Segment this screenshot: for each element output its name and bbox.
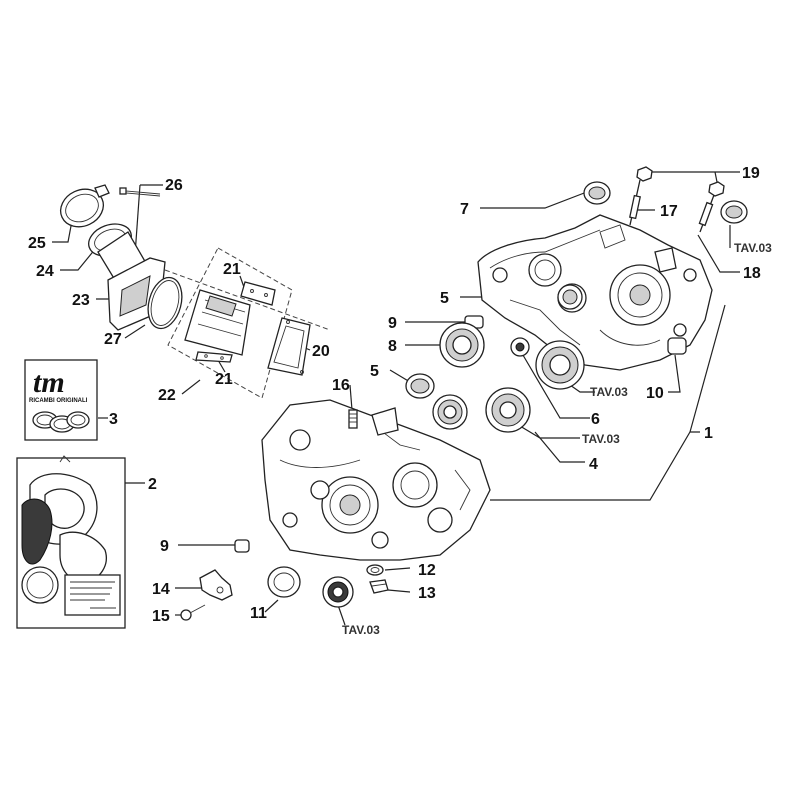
part-18-stud xyxy=(698,194,715,233)
callout-5-lower: 5 xyxy=(370,363,379,380)
part-3-seal-kit: tm RICAMBI ORIGINALI xyxy=(24,359,98,441)
reference-tav-top-right: TAV.03 xyxy=(734,241,772,255)
callout-25: 25 xyxy=(28,235,46,252)
reference-tav-bearing-mid: TAV.03 xyxy=(590,385,628,399)
callout-20: 20 xyxy=(312,343,330,360)
part-9-dowel-lower xyxy=(234,539,250,553)
reference-tav-bottom: TAV.03 xyxy=(342,623,380,637)
part-10-dowel xyxy=(667,337,687,355)
callout-6: 6 xyxy=(591,411,600,428)
part-7-oil-seal xyxy=(583,181,611,205)
callout-2: 2 xyxy=(148,476,157,493)
bearing-bottom xyxy=(322,576,354,608)
part-2-gasket-kit xyxy=(16,455,126,629)
part-5-seal-upper xyxy=(557,284,583,310)
callout-11: 11 xyxy=(250,605,267,622)
callout-9-upper: 9 xyxy=(388,315,397,332)
bearing-left-small xyxy=(432,394,468,430)
callout-7: 7 xyxy=(460,201,469,218)
reference-tav-bearing-6: TAV.03 xyxy=(582,432,620,446)
part-15-bolt xyxy=(180,604,206,621)
callout-18: 18 xyxy=(743,265,761,282)
part-1-crankcase-right-half xyxy=(477,214,713,371)
part-27-o-ring xyxy=(147,276,183,330)
callout-3: 3 xyxy=(109,411,118,428)
callout-13: 13 xyxy=(418,585,436,602)
callout-23: 23 xyxy=(72,292,90,309)
callout-21-upper: 21 xyxy=(223,261,241,278)
callout-12: 12 xyxy=(418,562,436,579)
callout-5-upper: 5 xyxy=(440,290,449,307)
callout-24: 24 xyxy=(36,263,54,280)
part-25-hose-clamp xyxy=(60,184,110,228)
kit-logo: tm xyxy=(33,366,65,399)
callout-17: 17 xyxy=(660,203,678,220)
bearing-top-right xyxy=(720,200,748,224)
part-20-reed-gasket xyxy=(267,317,311,376)
callout-19: 19 xyxy=(742,165,760,182)
part-26-screw xyxy=(119,187,161,197)
callout-15: 15 xyxy=(152,608,170,625)
part-4-bearing xyxy=(485,387,531,433)
part-1-crankcase-left-half xyxy=(261,399,491,561)
part-16-fitting xyxy=(348,409,358,429)
callout-8: 8 xyxy=(388,338,397,355)
bearing-main-right xyxy=(535,340,585,390)
callout-labels: 26 25 24 23 27 22 21 21 20 7 17 19 TAV.0… xyxy=(28,165,772,637)
part-13-fitting xyxy=(369,579,389,594)
callout-22: 22 xyxy=(158,387,176,404)
callout-10: 10 xyxy=(646,385,664,402)
part-12-clip xyxy=(366,564,384,576)
callout-16: 16 xyxy=(332,377,350,394)
callout-26: 26 xyxy=(165,177,183,194)
part-5-seal-lower xyxy=(405,373,435,399)
callout-21-lower: 21 xyxy=(215,371,233,388)
callout-4: 4 xyxy=(589,456,598,473)
part-17-stud xyxy=(629,179,641,226)
callout-27: 27 xyxy=(104,331,122,348)
part-8-bearing xyxy=(439,322,485,368)
part-19-nuts xyxy=(636,166,725,197)
kit-caption: RICAMBI ORIGINALI xyxy=(29,398,88,404)
callout-1: 1 xyxy=(704,425,713,442)
callout-9-lower: 9 xyxy=(160,538,169,555)
part-6-small-seal xyxy=(510,337,530,357)
part-11-oil-seal xyxy=(267,566,301,598)
part-22-reed-valve-group xyxy=(167,247,293,399)
part-14-bracket xyxy=(199,569,233,601)
callout-14: 14 xyxy=(152,581,170,598)
